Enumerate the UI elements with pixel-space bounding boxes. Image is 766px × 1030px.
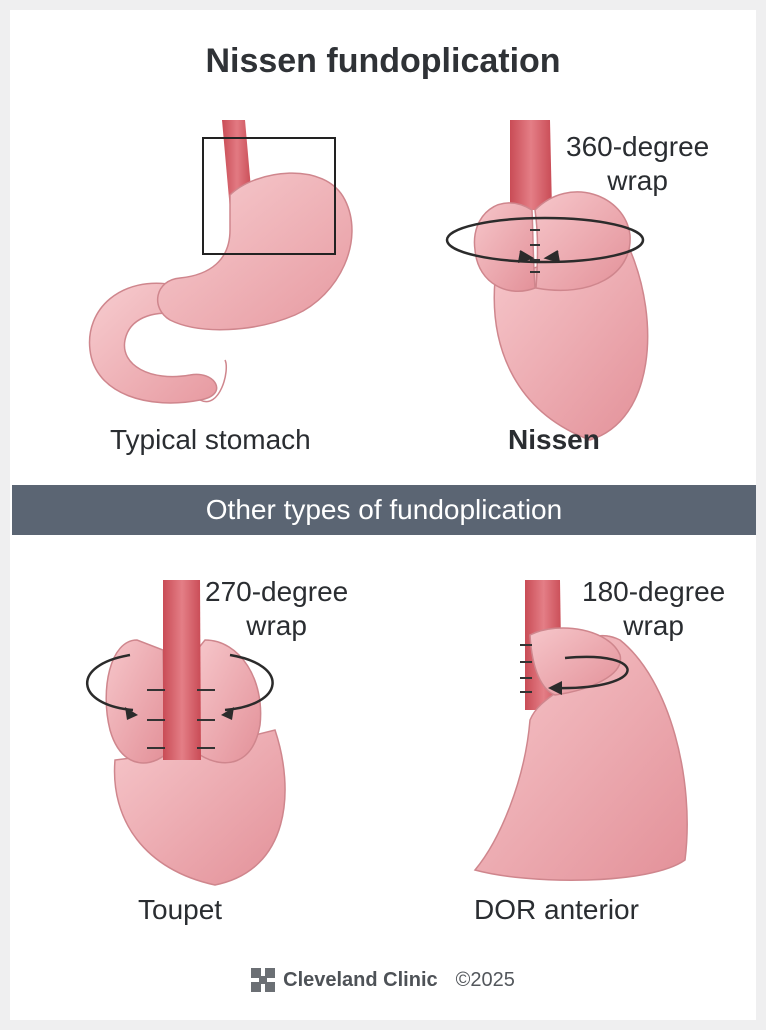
- nissen-label: Nissen: [508, 424, 600, 455]
- dor-wrap-line1: 180-degree: [582, 576, 726, 607]
- typical-stomach-illustration: [88, 120, 353, 404]
- footer-copyright: ©2025: [455, 968, 515, 991]
- footer-brand: Cleveland Clinic: [283, 968, 438, 991]
- dor-wrap-line2: wrap: [623, 610, 684, 641]
- other-types-banner-text: Other types of fundoplication: [205, 494, 563, 525]
- nissen-illustration: [445, 120, 649, 441]
- other-types-banner: Other types of fundoplication: [12, 485, 756, 535]
- toupet-wrap-label: 270-degree wrap: [205, 575, 348, 643]
- toupet-wrap-line1: 270-degree: [205, 576, 349, 607]
- dor-anterior-label: DOR anterior: [474, 894, 639, 925]
- toupet-label: Toupet: [138, 894, 223, 925]
- page-title: Nissen fundoplication: [205, 42, 561, 80]
- nissen-wrap-label: 360-degree wrap: [566, 130, 709, 198]
- toupet-wrap-line2: wrap: [246, 610, 307, 641]
- footer: Cleveland Clinic ©2025: [0, 968, 766, 992]
- nissen-wrap-line2: wrap: [607, 165, 668, 196]
- typical-stomach-label: Typical stomach: [110, 424, 311, 455]
- cleveland-clinic-logo-icon: [251, 968, 276, 992]
- nissen-wrap-line1: 360-degree: [566, 131, 710, 162]
- dor-anterior-illustration: [473, 580, 688, 881]
- toupet-illustration: [86, 580, 286, 886]
- dor-wrap-label: 180-degree wrap: [582, 575, 725, 643]
